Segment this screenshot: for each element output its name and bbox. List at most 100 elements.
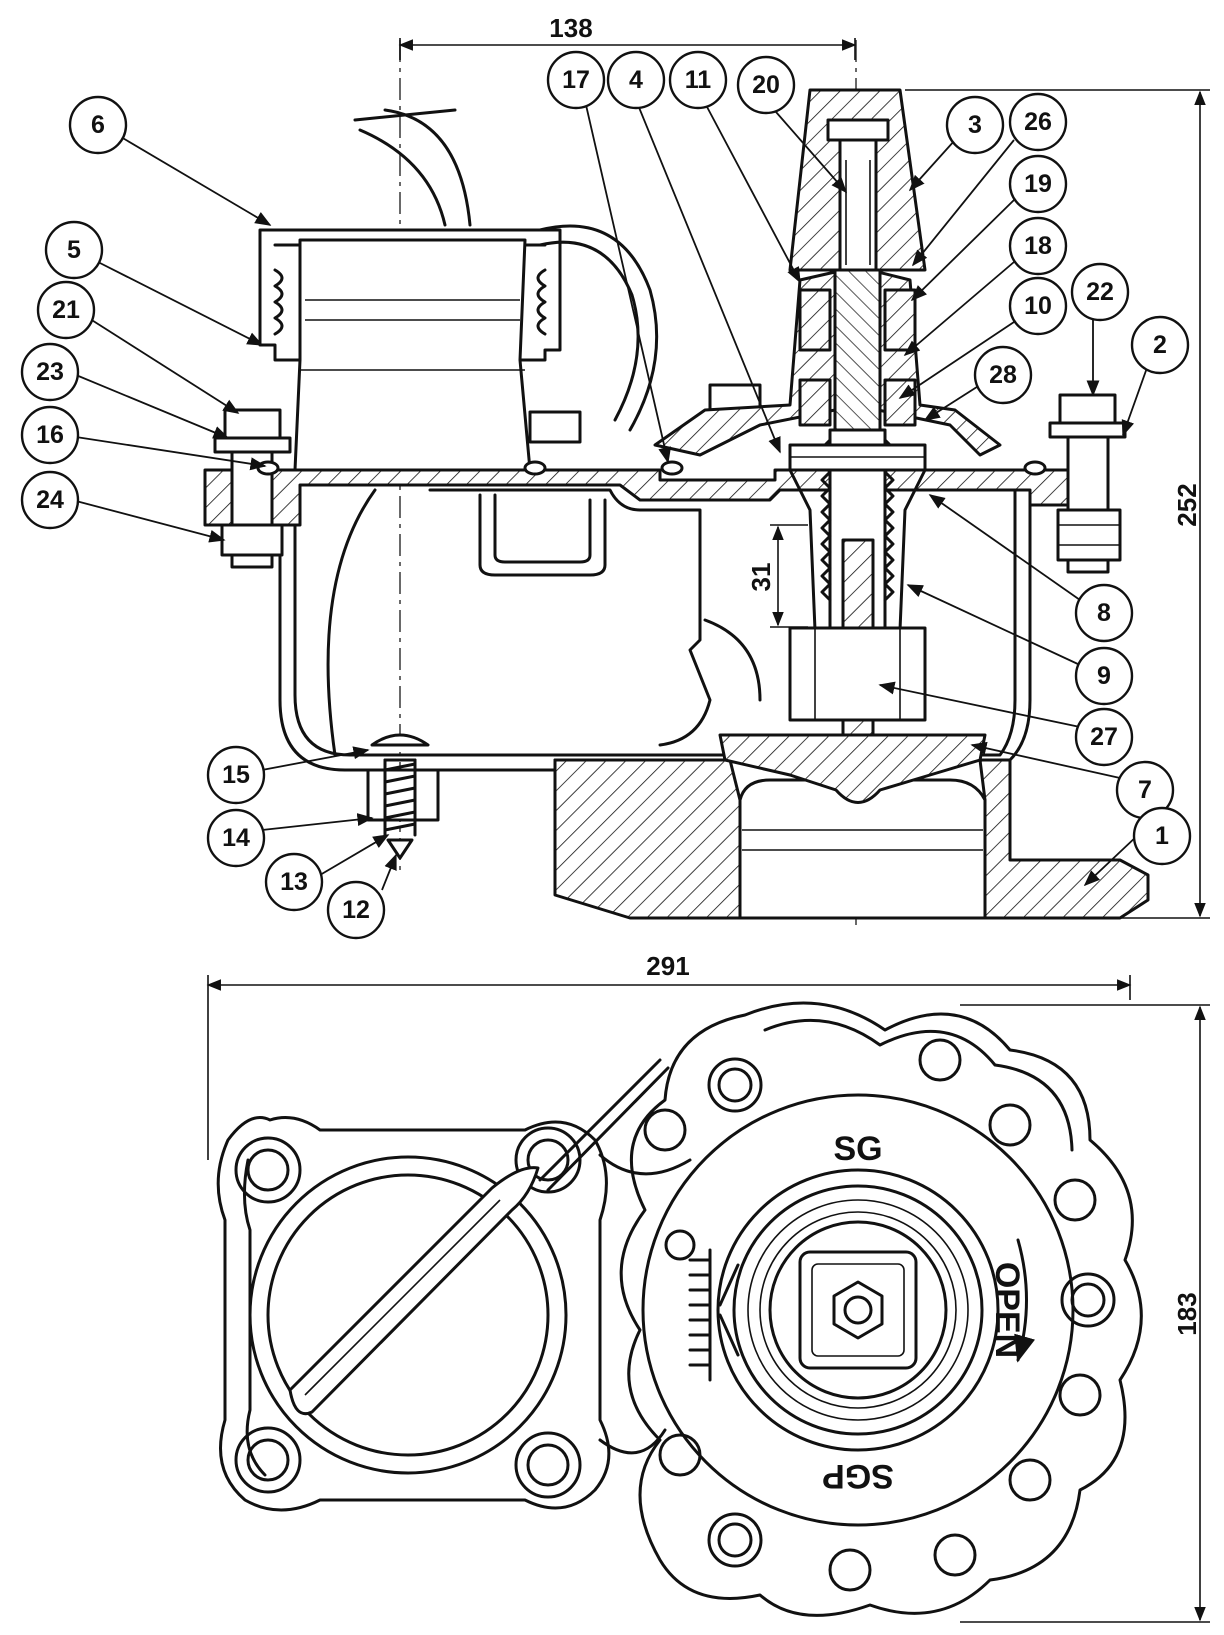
cap-bolt-a: [528, 410, 582, 444]
cap-chain-rod: [538, 1058, 662, 1182]
ribbed-arrow-icon: [688, 1248, 740, 1382]
guide-bushing: [788, 626, 927, 722]
balloon-3: 3: [945, 95, 1005, 155]
hex-bolt: [832, 1280, 884, 1340]
marking-bottom: SGP: [822, 1457, 894, 1495]
svg-text:13: 13: [280, 868, 308, 896]
svg-text:23: 23: [36, 358, 64, 386]
bonnet-ring-2: [732, 1184, 984, 1436]
balloon-21: 21: [36, 280, 96, 340]
valve-disc-part-7: [718, 733, 987, 804]
balloon-17: 17: [546, 50, 606, 110]
balloon-27: 27: [1074, 707, 1134, 767]
svg-text:8: 8: [1097, 599, 1111, 627]
balloon-13: 13: [264, 852, 324, 912]
svg-text:24: 24: [36, 486, 64, 514]
nut-right: [1056, 508, 1122, 562]
cap-coil-right: [536, 268, 547, 336]
svg-text:5: 5: [67, 236, 81, 264]
svg-text:4: 4: [629, 66, 643, 94]
svg-text:1: 1: [1155, 822, 1169, 850]
dim-plan-width: 291: [646, 951, 689, 981]
cover-plate: [203, 468, 1077, 527]
balloon-26: 26: [1008, 92, 1068, 152]
balloon-4: 4: [606, 50, 666, 110]
plan-view: 291 183: [206, 951, 1210, 1623]
cap-chain-inner: [538, 240, 640, 422]
svg-text:22: 22: [1086, 278, 1114, 306]
svg-text:20: 20: [752, 71, 780, 99]
cap-chain: [538, 224, 659, 432]
balloon-19: 19: [1008, 154, 1068, 214]
marking-open: OPEN: [988, 1262, 1026, 1358]
svg-text:12: 12: [342, 896, 370, 924]
svg-text:6: 6: [91, 111, 105, 139]
dim-overall-height: 252: [1172, 483, 1202, 526]
gasket-left: [256, 460, 280, 476]
housing-inner: [293, 483, 1017, 757]
left-flange-outline: [216, 1116, 611, 1512]
outlet-bore: [738, 778, 987, 920]
drain-screw-part-14: [383, 758, 417, 832]
left-flange-holes: [234, 1126, 582, 1499]
bonnet-ring-1: [716, 1168, 1000, 1452]
bonnet-outer: [641, 1093, 1075, 1527]
bolt-head-left: [223, 408, 282, 440]
dim-plan-height: 183: [1172, 1292, 1202, 1335]
open-arrow-icon: [1014, 1238, 1036, 1363]
svg-text:15: 15: [222, 761, 250, 789]
nut-screw-head: [826, 118, 890, 142]
cap-circle-outer: [248, 1155, 568, 1475]
balloon-23: 23: [20, 342, 80, 402]
svg-text:7: 7: [1138, 776, 1152, 804]
svg-text:28: 28: [989, 361, 1017, 389]
balloon-8: 8: [1074, 583, 1134, 643]
balloon-16: 16: [20, 405, 80, 465]
washer-right: [1048, 421, 1127, 439]
balloon-10: 10: [1008, 276, 1068, 336]
square-nut: [798, 1250, 918, 1370]
flange-outline: [619, 1001, 1143, 1617]
cap-tether: [383, 108, 472, 227]
svg-text:2: 2: [1153, 331, 1167, 359]
housing-shell: [278, 478, 1042, 772]
gasket-right-a: [660, 460, 684, 476]
balloon-24: 24: [20, 470, 80, 530]
dim-top-width: 138: [549, 13, 592, 43]
gland-left: [798, 378, 832, 427]
balloon-2: 2: [1130, 315, 1190, 375]
cap-coil-left: [273, 268, 284, 336]
part-balloons: 6 5 21 23 16 24 17 4 11 20 3 26 19 18 10…: [20, 50, 1192, 940]
balloon-12: 12: [326, 880, 386, 940]
balloon-20: 20: [736, 55, 796, 115]
svg-text:14: 14: [222, 824, 250, 852]
svg-text:16: 16: [36, 421, 64, 449]
balloon-15: 15: [206, 745, 266, 805]
svg-text:21: 21: [52, 296, 80, 324]
drain-tip-part-12: [386, 838, 414, 860]
svg-text:9: 9: [1097, 662, 1111, 690]
nut-left: [220, 523, 284, 557]
packing-left: [798, 288, 832, 352]
balloon-18: 18: [1008, 216, 1068, 276]
leader-lines: [75, 104, 1149, 891]
guide-sleeve-part-8: [788, 468, 927, 632]
balloon-6: 6: [68, 95, 128, 155]
svg-text:18: 18: [1024, 232, 1052, 260]
balloon-22: 22: [1070, 262, 1130, 322]
balloon-28: 28: [973, 345, 1033, 405]
packing-right: [883, 288, 917, 352]
marking-top: SG: [833, 1130, 882, 1168]
balloon-1: 1: [1132, 806, 1192, 866]
balloon-9: 9: [1074, 646, 1134, 706]
svg-text:10: 10: [1024, 292, 1052, 320]
bonnet-ring-3: [768, 1220, 948, 1400]
dim-stroke: 31: [746, 563, 776, 592]
svg-text:27: 27: [1090, 723, 1118, 751]
base-body-part-1: [553, 758, 742, 920]
spindle-upper: [833, 268, 882, 432]
section-dimensions: 138 252 31: [398, 13, 1210, 919]
inner-pocket: [428, 488, 712, 747]
cap-lug-bar: [288, 1166, 540, 1416]
